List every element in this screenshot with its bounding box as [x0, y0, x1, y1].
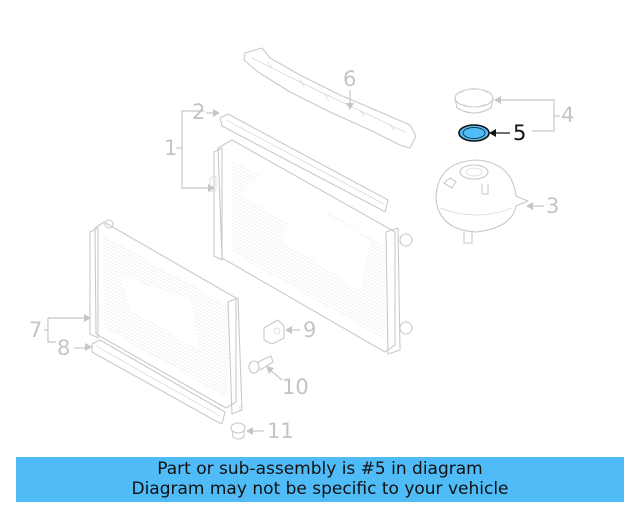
callout-3: 3	[546, 194, 560, 218]
banner-line-part-number: Part or sub-assembly is #5 in diagram	[157, 459, 483, 479]
lower-seal-strip-part	[91, 339, 226, 425]
condenser-part	[89, 219, 243, 415]
air-deflector-part	[243, 47, 417, 149]
cap-gasket-part	[458, 124, 490, 142]
bracket-part	[263, 319, 285, 345]
banner-line-disclaimer: Diagram may not be specific to your vehi…	[131, 479, 509, 499]
callout-5: 5	[513, 121, 527, 145]
upper-seal-strip-part	[219, 113, 389, 213]
callout-8: 8	[57, 336, 71, 360]
callout-1: 1	[164, 136, 178, 160]
expansion-tank-part	[435, 159, 529, 244]
grommet-part	[230, 422, 246, 440]
callout-10: 10	[282, 375, 309, 399]
parts-diagram: 1 2 3 4 5 6 7 8 9 10 11	[29, 47, 575, 443]
radiator-part	[209, 139, 413, 355]
leader-lines	[44, 90, 560, 435]
bolt-part	[248, 355, 274, 374]
callout-9: 9	[303, 318, 317, 342]
callout-7: 7	[29, 318, 43, 342]
info-banner: Part or sub-assembly is #5 in diagram Di…	[16, 457, 624, 502]
callout-6: 6	[343, 67, 357, 91]
expansion-tank-cap-part	[454, 88, 494, 114]
callout-4: 4	[561, 103, 575, 127]
callout-11: 11	[267, 419, 294, 443]
callout-2: 2	[192, 100, 206, 124]
